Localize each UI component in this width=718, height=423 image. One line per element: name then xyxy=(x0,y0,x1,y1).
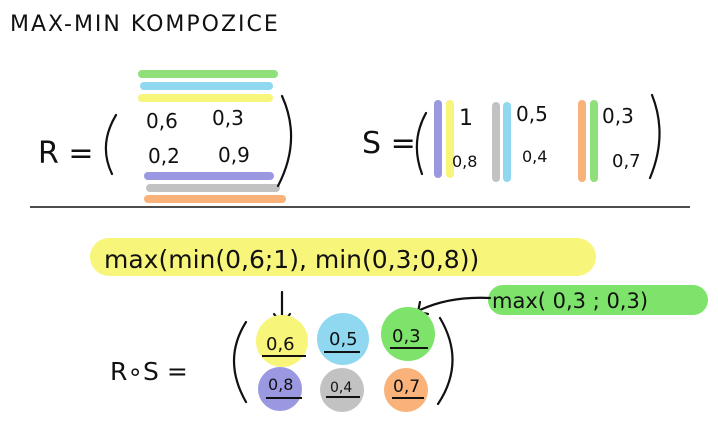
result-left-paren xyxy=(232,320,248,404)
r-right-paren xyxy=(276,94,293,188)
page-title: MAX-MIN KOMPOZICE xyxy=(10,12,280,37)
annotation-highlight xyxy=(488,285,708,315)
r-matrix-label: R = xyxy=(38,136,94,171)
s-col1-purple-highlight xyxy=(434,100,442,178)
result-cell-2-3: 0,7 xyxy=(393,377,420,397)
formula-highlight xyxy=(90,238,596,276)
r-cell-2-2: 0,9 xyxy=(218,143,250,167)
result-cell-2-3-circle xyxy=(384,368,428,412)
result-cell-2-2-circle xyxy=(320,368,364,412)
s-right-paren xyxy=(648,93,661,180)
r-row2-orange-highlight xyxy=(144,195,286,203)
result-cell-1-2: 0,5 xyxy=(329,329,358,350)
r-left-paren xyxy=(104,113,118,176)
r-row1-yellow-highlight xyxy=(138,94,273,102)
s-col3-orange-highlight xyxy=(578,100,586,182)
r-row2-gray-highlight xyxy=(146,184,280,192)
r-cell-1-2: 0,3 xyxy=(212,106,244,130)
result-right-paren xyxy=(436,316,454,406)
s-col1-yellow-highlight xyxy=(446,100,454,178)
s-cell-1-2: 0,5 xyxy=(516,102,548,126)
s-col3-green-highlight xyxy=(590,100,598,182)
result-cell-1-3: 0,3 xyxy=(392,326,421,347)
result-cell-2-1: 0,8 xyxy=(268,375,293,394)
formula-text: max(min(0,6;1), min(0,3;0,8)) xyxy=(104,245,479,274)
s-cell-1-1: 1 xyxy=(459,106,473,131)
r-row1-cyan-highlight xyxy=(140,82,273,90)
r-row2-purple-highlight xyxy=(144,172,274,180)
s-cell-1-3: 0,3 xyxy=(602,104,634,128)
s-cell-2-1: 0,8 xyxy=(452,152,477,171)
s-matrix-label: S = xyxy=(362,126,416,161)
s-left-paren xyxy=(415,111,428,176)
r-cell-1-1: 0,6 xyxy=(146,109,178,133)
annotation-text: max( 0,3 ; 0,3) xyxy=(492,289,648,313)
result-cell-2-1-circle xyxy=(258,367,302,411)
result-label: R∘S = xyxy=(110,357,188,386)
s-cell-2-3: 0,7 xyxy=(612,151,641,172)
r-row1-green-highlight xyxy=(138,70,278,78)
s-col2-gray-highlight xyxy=(492,102,500,182)
r-cell-2-1: 0,2 xyxy=(148,144,180,168)
result-cell-2-2: 0,4 xyxy=(330,380,352,396)
result-cell-1-1: 0,6 xyxy=(266,334,295,355)
result-cell-1-1-circle xyxy=(256,315,308,367)
s-cell-2-2: 0,4 xyxy=(522,147,547,166)
s-col2-cyan-highlight xyxy=(503,102,511,182)
arrow-from-annotation xyxy=(418,296,492,312)
